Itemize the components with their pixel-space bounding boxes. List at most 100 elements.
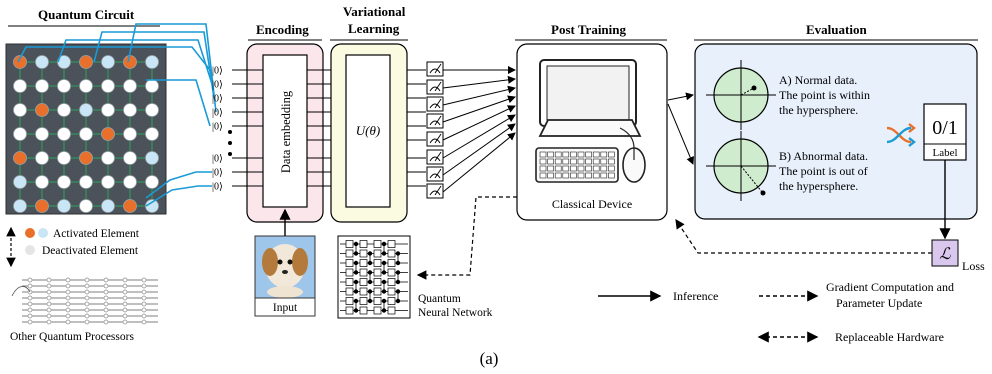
measurement-arrow [442, 95, 516, 123]
qubit [79, 127, 93, 141]
processor-node [46, 289, 52, 295]
qnn-control [395, 289, 401, 294]
qubit [145, 127, 159, 141]
processor-node [65, 295, 71, 301]
qubit [13, 127, 27, 141]
eval-texts: A) Normal data. The point is within the … [779, 73, 870, 193]
qnn-control [353, 279, 359, 285]
processor-node [122, 283, 128, 289]
keyboard-key [570, 165, 577, 172]
qnn-gate [373, 278, 382, 286]
keyboard-key [585, 151, 592, 158]
meter-needle [434, 133, 442, 144]
ket-label: |0⟩ [212, 154, 223, 165]
processor-node [46, 283, 52, 289]
qubit [145, 103, 159, 117]
normal-sphere [706, 60, 776, 130]
ket-label: |0⟩ [212, 108, 223, 119]
abnormal-sphere [706, 131, 776, 201]
qubit [13, 151, 27, 165]
legend-gradient-line2: Parameter Update [836, 296, 922, 310]
qnn-control [367, 279, 373, 285]
processor-node [46, 301, 52, 307]
qubit [101, 79, 115, 93]
processor-node [84, 283, 90, 289]
keyboard-key [577, 158, 585, 165]
qnn-control [381, 279, 387, 285]
qubit [13, 79, 27, 93]
qubit [79, 103, 93, 117]
processor-node [84, 277, 90, 283]
keyboard-key [554, 165, 562, 172]
abnormal-text-1: B) Abnormal data. [779, 149, 868, 163]
processor-node [27, 277, 33, 283]
qnn-gate [373, 306, 382, 315]
processor-node [27, 307, 33, 313]
processor-node [65, 277, 71, 283]
loss-label: Loss [962, 259, 985, 273]
processor-node [103, 283, 109, 289]
label-caption: Label [932, 147, 957, 159]
ket-inputs: |0⟩|0⟩|0⟩|0⟩|0⟩|0⟩|0⟩|0⟩ [212, 66, 223, 193]
meter-needle [434, 98, 442, 109]
qnn-gate [387, 306, 396, 315]
loss-box [931, 239, 959, 267]
processor-node [27, 283, 33, 289]
ket-label: |0⟩ [212, 80, 223, 91]
qnn-control [353, 241, 359, 247]
qnn-gate [373, 249, 382, 258]
meter-arc [429, 103, 441, 109]
meter-needle [434, 115, 442, 126]
processor-node [46, 295, 52, 301]
processor-node [103, 277, 109, 283]
processor-node [65, 301, 71, 307]
measurement-arrow [442, 132, 516, 193]
deactivated-dot [25, 245, 35, 255]
qnn-control [381, 241, 387, 247]
meter-arc [429, 156, 441, 162]
meter-needle [434, 168, 442, 179]
measurement-gates [426, 61, 444, 199]
qubit [79, 199, 93, 213]
input-caption-box [254, 297, 316, 317]
measurement-arrow [442, 75, 516, 89]
abnormal-text-3: the hypersphere. [779, 179, 858, 193]
qnn-control [367, 270, 373, 275]
device-to-eval-arrows [667, 92, 694, 165]
processor-node [122, 307, 128, 313]
qnn-control [395, 251, 401, 256]
qubit [13, 175, 27, 189]
keyboard-key [570, 158, 577, 165]
qubit [145, 199, 159, 213]
qubit [145, 79, 159, 93]
measurement-arrow [442, 85, 516, 106]
qubit [145, 151, 159, 165]
legend-inference: Inference [673, 289, 718, 303]
processor-node [46, 313, 52, 319]
meter-needle [434, 185, 442, 196]
processor-node [141, 295, 147, 301]
processor-node [141, 313, 147, 319]
processor-node [141, 307, 147, 313]
qnn-gate [359, 278, 368, 286]
keyboard-key [585, 172, 592, 179]
processor-node [65, 283, 71, 289]
keyboard-key [600, 158, 608, 165]
qnn-control [353, 289, 359, 294]
legend-gradient-line1: Gradient Computation and [826, 280, 954, 294]
processor-node [84, 307, 90, 313]
normal-text-3: the hypersphere. [779, 103, 858, 117]
activated-dot-orange [25, 228, 35, 238]
qnn-label-line1: Quantum [418, 293, 461, 305]
meter-arc [429, 86, 441, 92]
processor-node [103, 307, 109, 313]
qnn-gate [345, 278, 354, 286]
keyboard-key [592, 172, 600, 179]
qubit [101, 127, 115, 141]
processor-node [27, 301, 33, 307]
qubit [35, 79, 49, 93]
keyboard-key [608, 151, 615, 158]
keyboard-key [554, 158, 562, 165]
keyboard-key [539, 165, 547, 172]
